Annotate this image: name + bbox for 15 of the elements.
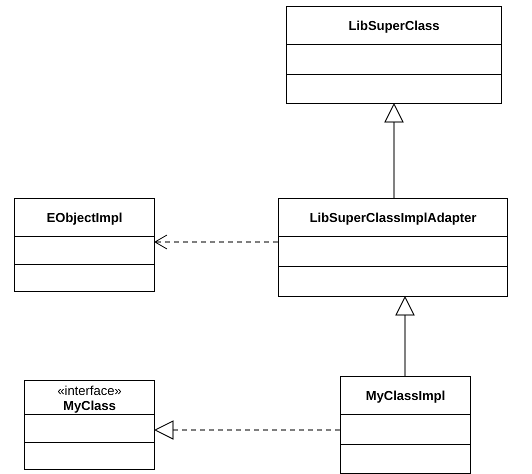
- class-box: [24, 380, 155, 470]
- class-name: EObjectImpl: [46, 210, 122, 225]
- class-box: [286, 6, 502, 104]
- class-name: LibSuperClassImplAdapter: [310, 210, 476, 225]
- dependency-arrow: [154, 234, 278, 250]
- class-name: MyClassImpl: [366, 388, 446, 403]
- inheritance-arrow: [396, 296, 414, 376]
- inheritance-arrow: [384, 104, 404, 198]
- stereotype-label: «interface»: [57, 382, 122, 398]
- class-name: MyClass: [63, 398, 116, 412]
- class-box: [14, 198, 155, 292]
- class-box: [340, 376, 471, 474]
- class-name: LibSuperClass: [348, 18, 440, 33]
- class-box: [278, 198, 508, 297]
- realization-arrow: [154, 420, 340, 440]
